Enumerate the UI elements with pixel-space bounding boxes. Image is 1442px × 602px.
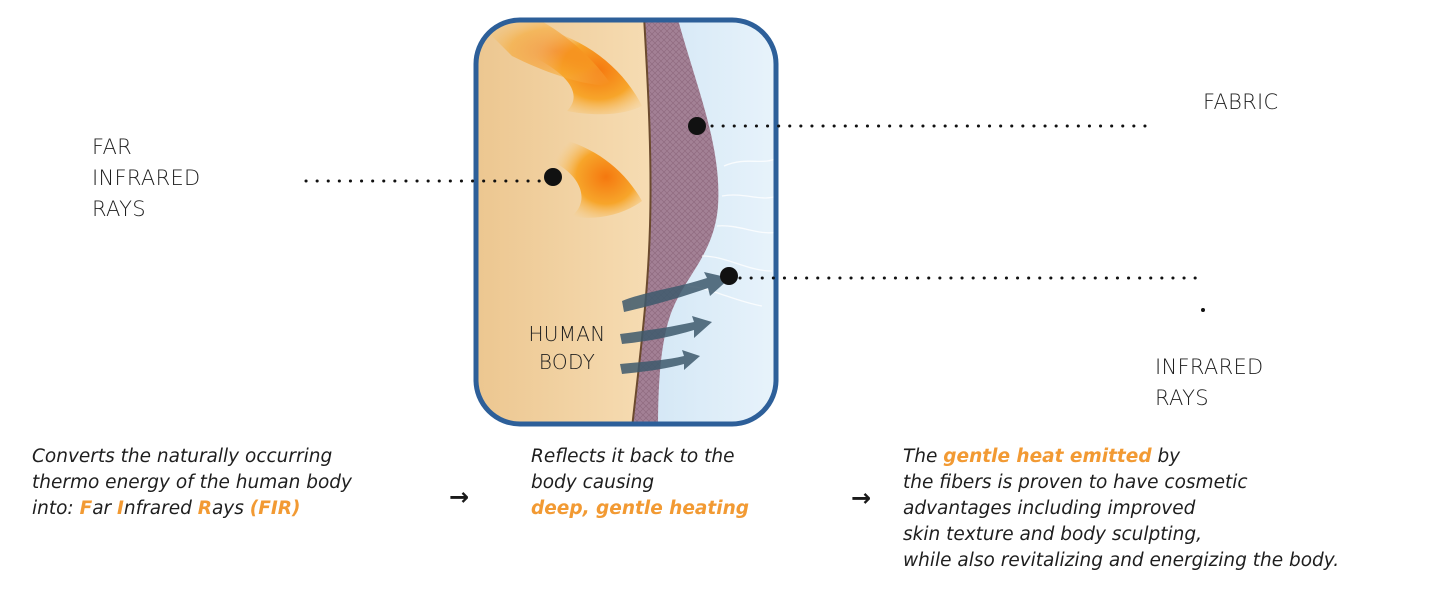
desc-prefix: into: — [32, 498, 80, 519]
acronym-rest: ar — [92, 498, 117, 519]
label-line: FAR — [92, 132, 292, 163]
acronym-letter: R — [198, 498, 212, 519]
label-human-body: HUMAN BODY — [512, 320, 622, 376]
leader-end-dot — [1201, 308, 1205, 312]
arrow-right-icon: → — [449, 483, 469, 511]
desc-line: body causing — [531, 470, 791, 496]
step-description-2: Reflects it back to the body causing dee… — [531, 444, 791, 522]
label-line: BODY — [512, 348, 622, 376]
step-description-3: The gentle heat emitted by the fibers is… — [903, 444, 1423, 574]
desc-line: advantages including improved — [903, 496, 1423, 522]
acronym-letter: I — [117, 498, 124, 519]
desc-line: into: Far Infrared Rays (FIR) — [32, 496, 432, 522]
desc-line: the fibers is proven to have cosmetic — [903, 470, 1423, 496]
desc-line: The gentle heat emitted by — [903, 444, 1423, 470]
desc-prefix: The — [903, 446, 943, 467]
desc-highlight: gentle heat emitted — [943, 446, 1151, 467]
label-far-infrared-rays: FAR INFRARED RAYS — [92, 132, 292, 225]
label-infrared-rays: INFRARED RAYS — [1155, 352, 1315, 414]
label-line: HUMAN — [512, 320, 622, 348]
desc-line: while also revitalizing and energizing t… — [903, 548, 1423, 574]
label-line: INFRARED — [92, 163, 292, 194]
step-description-1: Converts the naturally occurring thermo … — [32, 444, 432, 522]
label-line: RAYS — [1155, 383, 1315, 414]
desc-highlight: deep, gentle heating — [531, 496, 791, 522]
acronym-rest: ays — [212, 498, 250, 519]
arrow-right-icon: → — [851, 484, 871, 512]
desc-line: Reflects it back to the — [531, 444, 791, 470]
acronym-fir: (FIR) — [250, 498, 301, 519]
acronym-letter: F — [80, 498, 93, 519]
label-line: INFRARED — [1155, 352, 1315, 383]
desc-line: Converts the naturally occurring — [32, 444, 432, 470]
acronym-rest: nfrared — [124, 498, 198, 519]
label-line: RAYS — [92, 194, 292, 225]
desc-line: thermo energy of the human body — [32, 470, 432, 496]
label-fabric: FABRIC — [1203, 87, 1279, 118]
desc-line: skin texture and body sculpting, — [903, 522, 1423, 548]
desc-suffix: by — [1152, 446, 1181, 467]
